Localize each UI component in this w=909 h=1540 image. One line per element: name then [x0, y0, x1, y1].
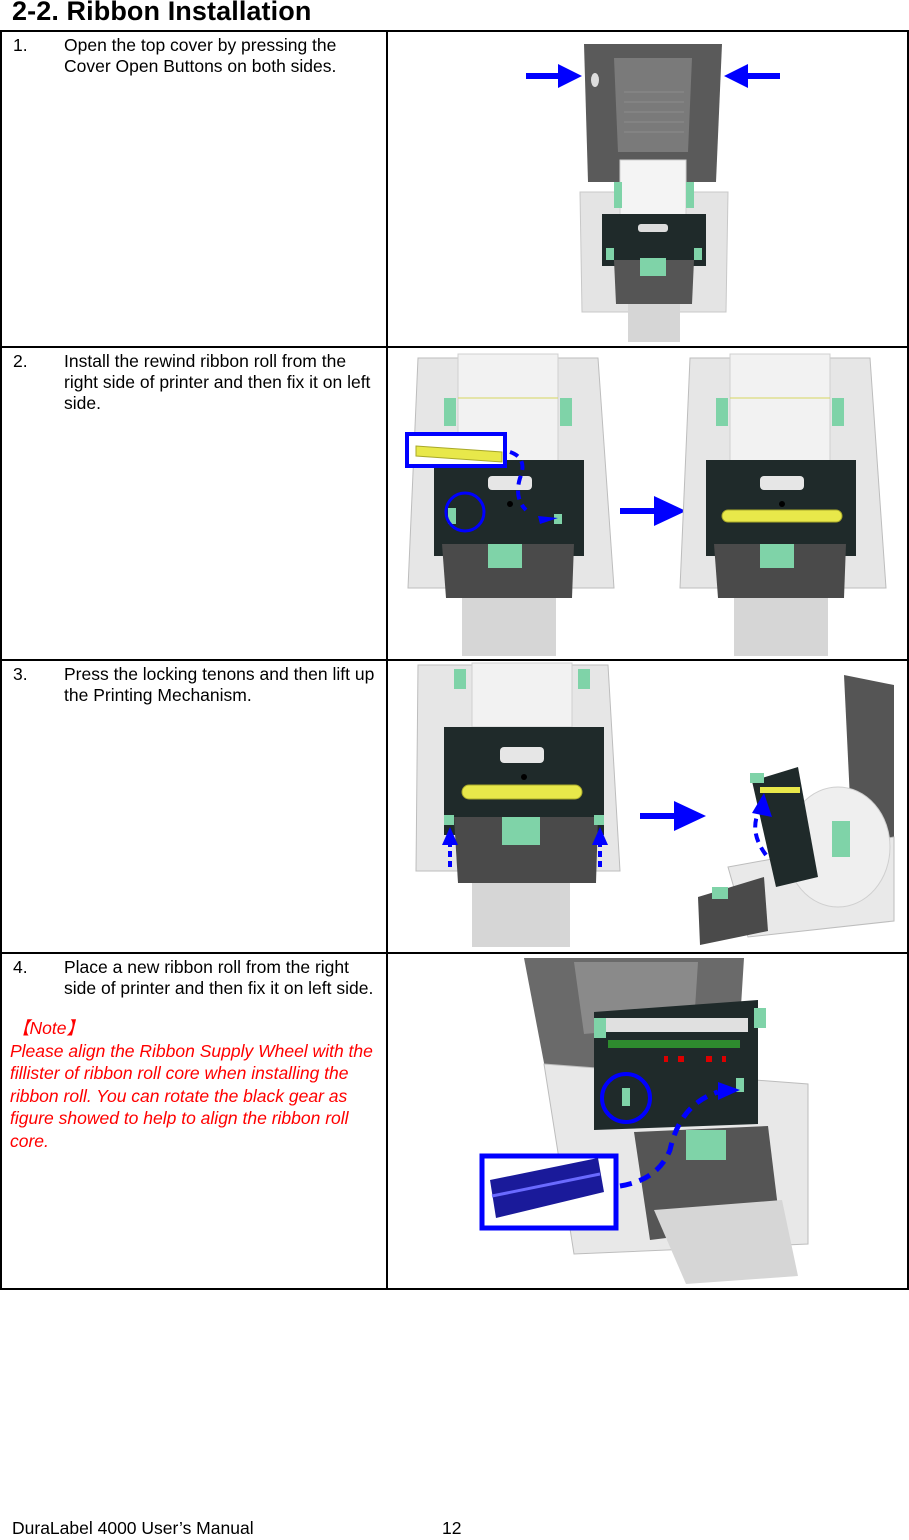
step-row-3: 3. Press the locking tenons and then lif…	[0, 659, 909, 954]
page-title: 2-2. Ribbon Installation	[12, 0, 312, 26]
printer-open-cover-figure	[526, 44, 780, 342]
step-row-2: 2. Install the rewind ribbon roll from t…	[0, 346, 909, 661]
step-2-text-cell: 2. Install the rewind ribbon roll from t…	[0, 346, 388, 661]
next-step-arrow-icon	[620, 496, 686, 526]
steps-table: 1. Open the top cover by pressing the Co…	[0, 30, 909, 1290]
step-3-text-cell: 3. Press the locking tenons and then lif…	[0, 659, 388, 954]
step-row-1: 1. Open the top cover by pressing the Co…	[0, 30, 909, 348]
step-instruction: Place a new ribbon roll from the right s…	[64, 957, 374, 998]
next-step-arrow-icon	[640, 801, 706, 831]
lift-printing-mechanism-figure	[415, 662, 895, 947]
step-4-figure-cell	[386, 952, 909, 1290]
ribbon-alignment-note: 【Note】 Please align the Ribbon Supply Wh…	[2, 999, 386, 1152]
step-number: 2.	[13, 351, 28, 371]
step-4-text-cell: 4. Place a new ribbon roll from the righ…	[0, 952, 388, 1290]
note-label: 【Note】	[12, 1018, 84, 1038]
manual-title: DuraLabel 4000 User’s Manual	[12, 1518, 254, 1538]
cover-open-button-arrow-right-icon	[724, 64, 780, 88]
note-text: Please align the Ribbon Supply Wheel wit…	[10, 1040, 373, 1151]
step-2-figure-cell	[386, 346, 909, 661]
new-ribbon-roll-callout	[479, 1153, 619, 1231]
step-1-figure-cell	[386, 30, 909, 348]
step-row-4: 4. Place a new ribbon roll from the righ…	[0, 952, 909, 1290]
supply-wheel-highlight-circle-icon	[600, 1072, 652, 1124]
step-instruction: Open the top cover by pressing the Cover…	[64, 35, 337, 76]
new-ribbon-roll-install-figure	[479, 958, 809, 1284]
step-number: 4.	[13, 957, 28, 977]
step-number: 3.	[13, 664, 28, 684]
lift-mechanism-arrow-icon	[752, 793, 772, 857]
press-tenon-arrow-right-icon	[592, 827, 608, 867]
step-instruction: Install the rewind ribbon roll from the …	[64, 351, 371, 413]
rewind-ribbon-install-figure	[405, 353, 887, 656]
gear-highlight-circle-icon	[444, 491, 486, 533]
page-number: 12	[442, 1518, 462, 1538]
step-number: 1.	[13, 35, 28, 55]
step-1-text-cell: 1. Open the top cover by pressing the Co…	[0, 30, 388, 348]
cover-open-button-arrow-left-icon	[526, 64, 582, 88]
rewind-core-callout	[405, 432, 507, 468]
press-tenon-arrow-left-icon	[442, 827, 458, 867]
step-3-figure-cell	[386, 659, 909, 954]
page-footer: DuraLabel 4000 User’s Manual 12	[12, 1518, 461, 1539]
step-instruction: Press the locking tenons and then lift u…	[64, 664, 375, 705]
